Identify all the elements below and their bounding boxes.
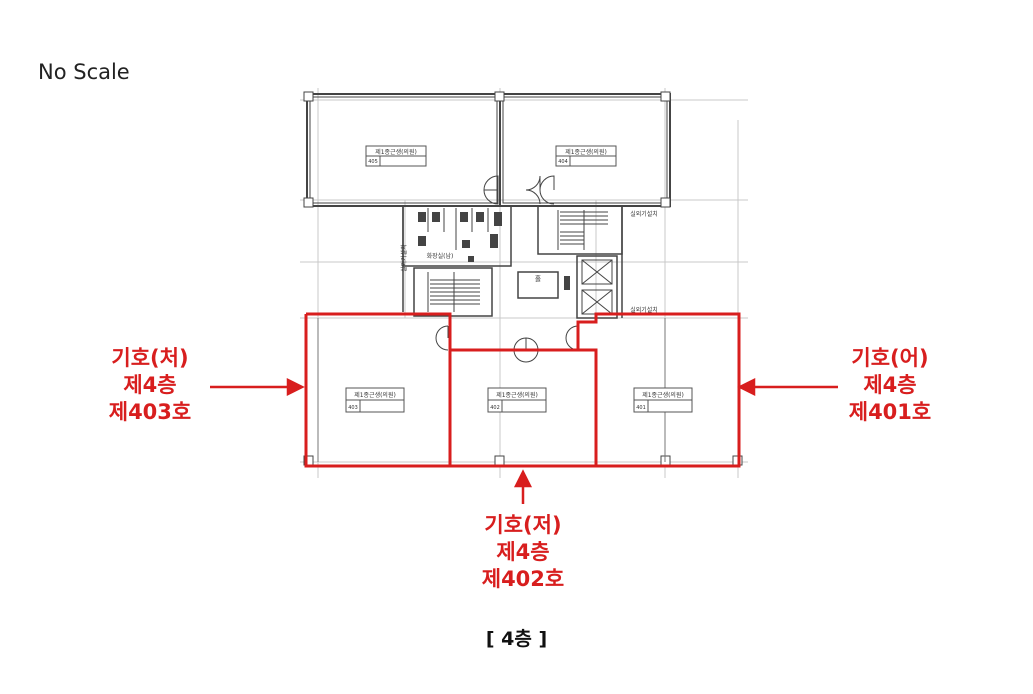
room-label-405: 제1종근생(의원) — [375, 148, 417, 156]
elevator-panel — [564, 276, 570, 290]
scale-note: No Scale — [38, 60, 130, 84]
hall-label: 홀 — [535, 274, 542, 283]
room-number-404: 404 — [558, 159, 568, 165]
callout-left-line1: 기호(처) — [111, 346, 189, 370]
outdoor-unit-label-top: 실외기설치 — [630, 210, 658, 218]
room-tag-404 — [555, 145, 617, 167]
highlight-outlines — [304, 312, 741, 468]
callout-arrows — [210, 377, 838, 504]
room-label-402: 제1종근생(의원) — [496, 391, 538, 399]
callout-right: 기호(어) 제4층 제401호 — [820, 345, 960, 426]
callout-left: 기호(처) 제4층 제403호 — [80, 345, 220, 426]
room-tag-401 — [633, 387, 693, 413]
callout-bottom: 기호(저) 제4층 제402호 — [453, 512, 593, 593]
outdoor-unit-label-left: 실외기설치 — [400, 244, 408, 272]
callout-left-line2: 제4층 — [123, 373, 177, 397]
restroom-partitions — [427, 208, 489, 250]
room-number-402: 402 — [490, 405, 500, 411]
room-number-405: 405 — [368, 159, 378, 165]
callout-bottom-line2: 제4층 — [496, 540, 550, 564]
stair-upper-right — [557, 210, 608, 250]
elevators — [581, 259, 613, 315]
room-tag-402 — [487, 387, 547, 413]
stair-lower-left — [427, 272, 480, 312]
restroom-label: 화장실(남) — [427, 252, 454, 260]
outdoor-unit-label-bottom: 실외기설치 — [630, 306, 658, 314]
room-label-404: 제1종근생(의원) — [565, 148, 607, 156]
room-label-401: 제1종근생(의원) — [642, 391, 684, 399]
callout-left-line3: 제403호 — [108, 400, 192, 424]
room-number-401: 401 — [636, 405, 646, 411]
lower-doors — [435, 325, 579, 363]
core-area — [402, 205, 623, 319]
room-number-403: 403 — [348, 405, 358, 411]
callout-right-line3: 제401호 — [848, 400, 932, 424]
callout-right-line2: 제4층 — [863, 373, 917, 397]
upper-doors — [483, 175, 555, 205]
callout-bottom-line1: 기호(저) — [484, 513, 562, 537]
room-tag-405 — [365, 145, 427, 167]
room-tag-403 — [345, 387, 405, 413]
callout-bottom-line3: 제402호 — [481, 567, 565, 591]
floor-title: [ 4층 ] — [485, 628, 548, 650]
room-label-403: 제1종근생(의원) — [354, 391, 396, 399]
callout-right-line1: 기호(어) — [851, 346, 929, 370]
restroom-fixtures — [418, 212, 502, 262]
